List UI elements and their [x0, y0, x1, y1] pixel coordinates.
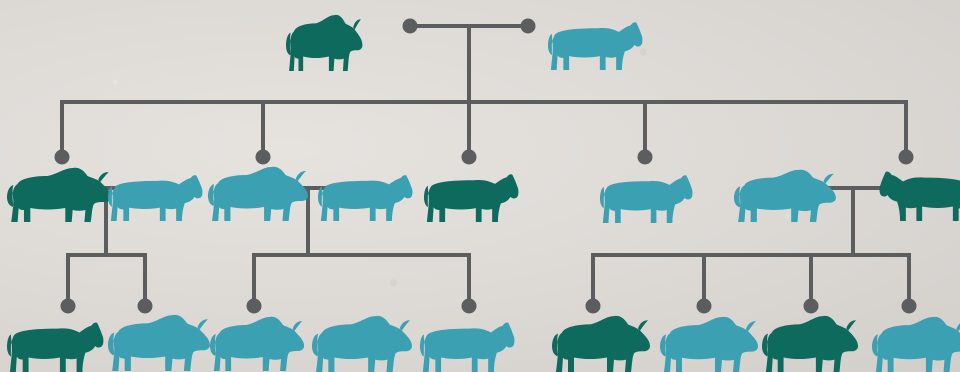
connector-dot [138, 299, 153, 314]
cow-dark-icon [880, 171, 960, 221]
connector-dot [899, 150, 914, 165]
bull-light-icon [734, 170, 836, 222]
bull-dark-icon [286, 15, 362, 71]
connector-dot [462, 150, 477, 165]
cow-dark-icon [7, 322, 103, 372]
bull-light-icon [108, 315, 210, 371]
bull-dark-icon [762, 316, 858, 372]
connector-dot [804, 299, 819, 314]
bull-light-icon [660, 317, 758, 372]
animal-silhouettes [7, 15, 960, 372]
bull-dark-icon [552, 316, 650, 372]
connector-dot [462, 299, 477, 314]
connector-dot [638, 150, 653, 165]
connector-dot [403, 19, 418, 34]
bull-dark-icon [7, 168, 111, 222]
cow-light-icon [420, 322, 514, 372]
cow-dark-icon [424, 174, 518, 222]
connector-dot [902, 299, 917, 314]
bull-light-icon [312, 316, 412, 372]
cow-light-icon [600, 175, 692, 223]
connector-dot [586, 299, 601, 314]
bull-light-icon [208, 167, 308, 221]
connector-dot [247, 299, 262, 314]
connector-dot [61, 299, 76, 314]
bull-light-icon [210, 317, 304, 371]
connector-lines [62, 26, 909, 305]
connector-dot [55, 150, 70, 165]
cow-light-icon [108, 175, 202, 221]
connector-dot [256, 150, 271, 165]
bull-light-icon [872, 317, 960, 372]
connector-dot [521, 19, 536, 34]
cow-light-icon [318, 175, 412, 221]
cow-light-icon [548, 22, 642, 70]
connector-dot [697, 299, 712, 314]
connector-dots [55, 19, 917, 314]
